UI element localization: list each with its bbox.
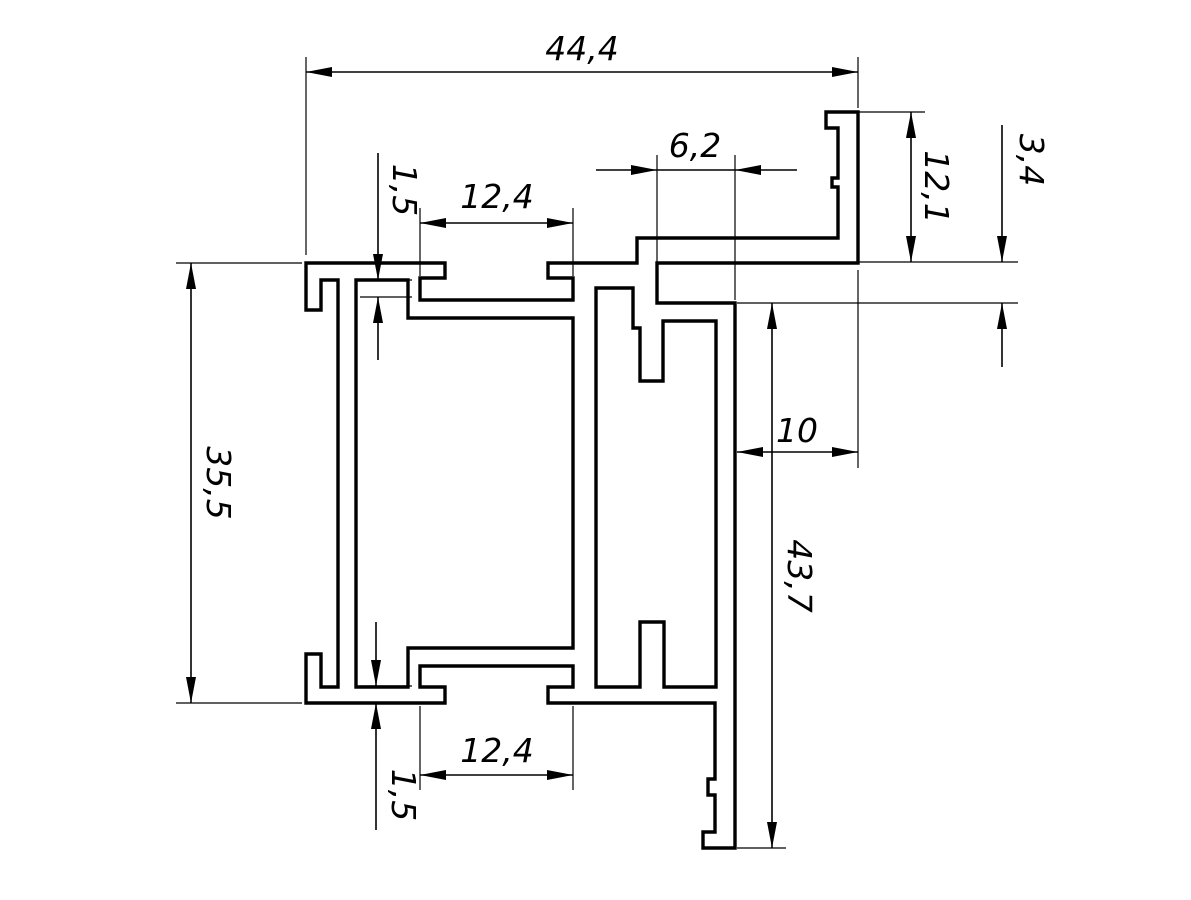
dim-offset-10-label: 10 [776,411,818,450]
dim-lower-slot-width: 12,4 [419,706,574,790]
dim-right-leg-height: 43,7 [737,303,819,849]
dim-right-leg-height-label: 43,7 [780,539,819,612]
dim-top-flange-height-label: 12,1 [917,150,956,223]
dim-lower-wall-label: 1,5 [384,769,423,821]
dim-profile-height-label: 35,5 [199,446,238,519]
dim-lip-width: 6,2 [596,126,797,300]
dim-overall-width-label: 44,4 [545,29,618,68]
aluminum-profile-outline [304,110,860,850]
dim-top-flange-height: 12,1 [858,111,1018,263]
dim-overall-width: 44,4 [305,29,859,255]
dim-profile-height: 35,5 [176,262,302,704]
dim-upper-slot-width-label: 12,4 [460,177,533,216]
dim-lower-slot-width-label: 12,4 [460,731,533,770]
dim-lower-wall: 1,5 [360,622,423,830]
dim-lip-width-label: 6,2 [669,126,721,165]
dim-upper-slot-width: 12,4 [419,177,574,276]
dim-step-offset: 3,4 [737,125,1051,367]
dim-step-offset-label: 3,4 [1012,134,1051,186]
dim-upper-wall: 1,5 [356,153,424,360]
dim-offset-10: 10 [737,270,859,468]
dim-upper-wall-label: 1,5 [385,164,424,216]
